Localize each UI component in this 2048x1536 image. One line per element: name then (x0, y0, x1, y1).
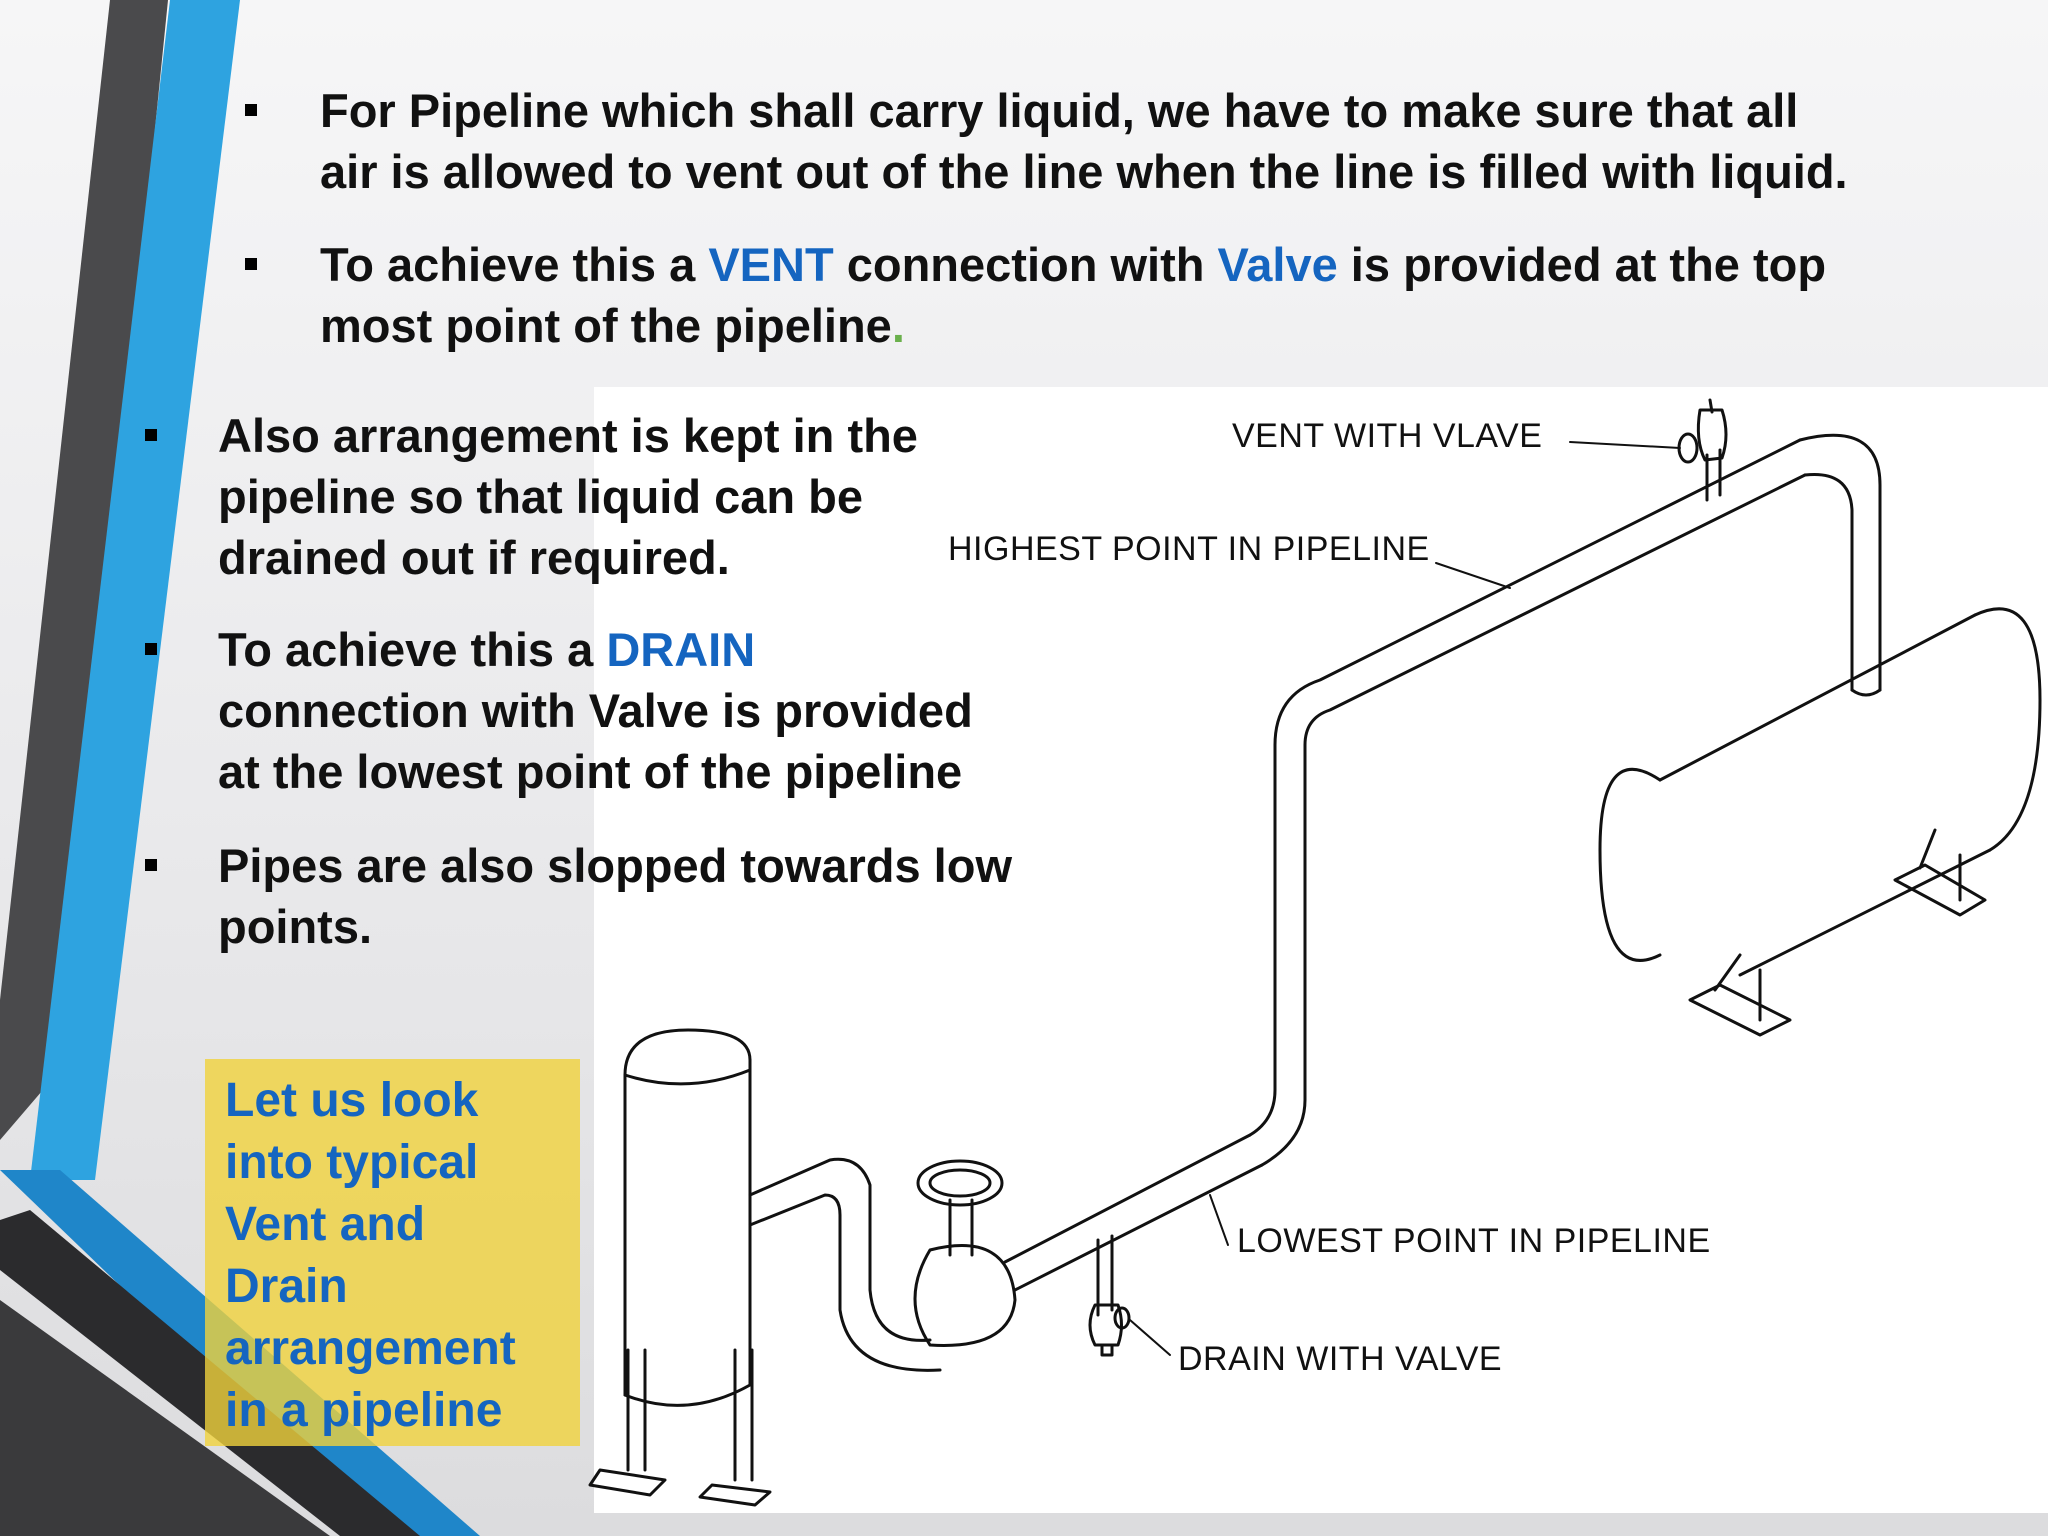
callout-text: Let us look into typical Vent and Drain … (225, 1070, 585, 1442)
valve-keyword: Valve (1217, 238, 1338, 291)
bullet-marker (145, 859, 157, 871)
text-span: most point of the pipeline (320, 299, 892, 352)
text-span: To achieve this a (218, 623, 607, 676)
callout-line: Let us look (225, 1074, 479, 1127)
text-line: pipeline so that liquid can be (218, 470, 864, 523)
vent-label: VENT WITH VLAVE (1232, 417, 1543, 455)
left-bullet-3-text: Pipes are also slopped towards low point… (218, 835, 1012, 957)
text-line: To achieve this a VENT connection with V… (320, 234, 1826, 295)
left-bullet-1-text: Also arrangement is kept in the pipeline… (218, 405, 918, 588)
vent-keyword: VENT (708, 238, 834, 291)
text-line: air is allowed to vent out of the line w… (320, 145, 1848, 198)
left-bullet-2-text: To achieve this a DRAIN connection with … (218, 619, 973, 802)
callout-line: in a pipeline (225, 1384, 503, 1437)
drain-label: DRAIN WITH VALVE (1178, 1340, 1503, 1378)
bullet-marker (145, 429, 157, 441)
text-line: most point of the pipeline. (320, 295, 1826, 356)
callout-line: into typical (225, 1136, 479, 1189)
text-span: is provided at the top (1337, 238, 1827, 291)
left-bullet-1: Also arrangement is kept in the pipeline… (145, 405, 918, 588)
text-line: drained out if required. (218, 531, 730, 584)
text-line: connection with Valve is provided (218, 684, 973, 737)
text-line: at the lowest point of the pipeline (218, 745, 963, 798)
lower-pipe-drawing (1003, 743, 1307, 1292)
drain-valve-drawing (1088, 1234, 1131, 1357)
green-period: . (891, 299, 905, 352)
lowest-point-label: LOWEST POINT IN PIPELINE (1237, 1222, 1711, 1260)
callout-line: arrangement (225, 1322, 516, 1375)
callout-box (205, 1059, 580, 1446)
vertical-vessel-drawing (588, 1028, 772, 1507)
bullet-marker (145, 643, 157, 655)
text-line: For Pipeline which shall carry liquid, w… (320, 84, 1799, 137)
callout-line: Drain (225, 1260, 348, 1313)
text-line: To achieve this a DRAIN (218, 619, 973, 680)
text-line: Pipes are also slopped towards low (218, 839, 1012, 892)
left-bullet-3: Pipes are also slopped towards low point… (145, 835, 1012, 957)
callout-line: Vent and (225, 1198, 426, 1251)
top-bullet-2: To achieve this a VENT connection with V… (245, 234, 1826, 356)
top-bullet-2-text: To achieve this a VENT connection with V… (320, 234, 1826, 356)
text-span: To achieve this a (320, 238, 709, 291)
drain-keyword: DRAIN (606, 623, 756, 676)
left-bullet-2: To achieve this a DRAIN connection with … (145, 619, 973, 802)
highest-point-label: HIGHEST POINT IN PIPELINE (948, 530, 1430, 568)
lower-valve-drawing (748, 1157, 1017, 1372)
text-span: connection with (833, 238, 1218, 291)
horizontal-tank-drawing (1598, 607, 2042, 1037)
diagram-panel (594, 387, 2048, 1513)
upper-pipe-drawing (1273, 433, 1882, 747)
text-line: points. (218, 900, 373, 953)
top-bullet-1: For Pipeline which shall carry liquid, w… (245, 80, 1848, 202)
top-bullet-1-text: For Pipeline which shall carry liquid, w… (320, 80, 1848, 202)
bullet-marker (245, 258, 257, 270)
leader-lines (1129, 441, 1681, 1356)
text-line: Also arrangement is kept in the (218, 409, 918, 462)
bullet-marker (245, 104, 257, 116)
vent-valve-drawing (1677, 398, 1728, 502)
